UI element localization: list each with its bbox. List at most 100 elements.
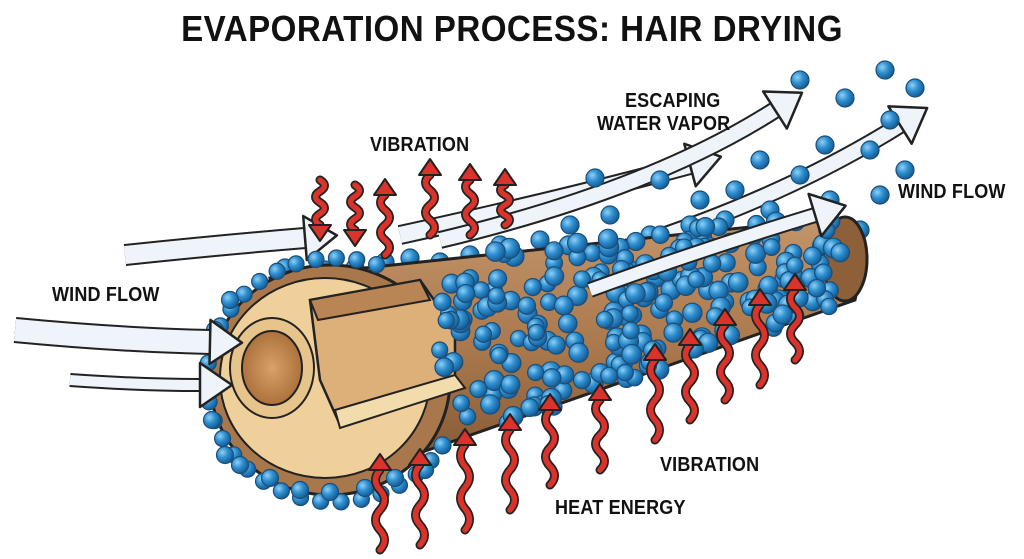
- water-droplet: [553, 295, 574, 316]
- label-vibration-bottom: VIBRATION: [660, 454, 760, 476]
- label-wind-flow-left: WIND FLOW: [52, 284, 160, 306]
- water-droplet: [585, 168, 605, 188]
- water-droplet: [727, 272, 749, 293]
- water-droplet: [327, 249, 345, 267]
- hair-strand: [208, 215, 869, 497]
- water-droplet: [690, 190, 710, 210]
- water-droplet: [835, 88, 855, 108]
- water-droplet: [651, 225, 670, 245]
- label-heat-energy: HEAT ENERGY: [555, 497, 686, 519]
- water-droplet: [431, 341, 449, 359]
- heat-energy-arrow: [418, 158, 442, 240]
- water-droplet: [905, 78, 925, 98]
- water-droplet: [557, 313, 578, 334]
- water-droplet: [456, 283, 476, 304]
- water-droplet: [523, 277, 542, 297]
- water-droplet: [566, 232, 588, 254]
- water-droplet: [573, 270, 591, 289]
- water-droplet: [490, 346, 508, 365]
- water-droplet: [820, 297, 838, 316]
- water-droplet: [595, 310, 614, 329]
- wind-arrow: [587, 192, 847, 298]
- wind-arrow: [437, 90, 804, 249]
- heat-energy-arrow: [493, 168, 517, 230]
- water-droplet: [452, 394, 471, 413]
- water-droplet: [803, 246, 822, 266]
- water-droplet: [815, 135, 835, 155]
- water-droplet: [526, 363, 545, 382]
- water-droplet: [437, 311, 455, 330]
- water-droplet: [202, 410, 222, 430]
- water-droplet: [527, 323, 546, 342]
- water-droplet: [807, 278, 827, 298]
- water-droplet: [290, 480, 310, 500]
- water-droplet: [544, 266, 565, 287]
- wind-arrow: [123, 214, 339, 266]
- cutaway-top-slab: [308, 278, 432, 322]
- water-droplet: [230, 455, 250, 475]
- water-droplet: [785, 256, 804, 275]
- water-droplet: [348, 251, 366, 269]
- water-droplet: [251, 272, 269, 291]
- water-droplet: [287, 255, 305, 273]
- water-droplet: [560, 215, 580, 235]
- water-droplet: [624, 283, 646, 305]
- water-droplet: [487, 287, 506, 305]
- water-droplet: [600, 366, 619, 385]
- label-vibration-top: VIBRATION: [370, 134, 470, 156]
- water-droplet: [860, 140, 880, 160]
- water-droplet: [213, 429, 232, 448]
- heat-energy-arrow: [783, 273, 807, 365]
- hair-medulla-core: [241, 330, 303, 406]
- heat-energy-arrow: [408, 448, 432, 550]
- water-droplet: [474, 325, 493, 343]
- water-droplet: [568, 342, 589, 363]
- label-escaping-line2: WATER VAPOR: [597, 113, 731, 135]
- heat-energy-arrow: [713, 308, 737, 405]
- water-droplet: [875, 60, 895, 80]
- heat-energy-arrow: [588, 383, 612, 475]
- heat-energy-arrow: [373, 178, 397, 260]
- water-droplet: [830, 242, 850, 263]
- water-droplet: [520, 398, 540, 417]
- water-droplet: [434, 357, 455, 378]
- water-droplet: [433, 292, 452, 312]
- water-droplet: [762, 238, 781, 256]
- water-droplet: [469, 380, 488, 399]
- heat-energy-arrow: [538, 393, 562, 490]
- water-droplet: [544, 241, 564, 261]
- heat-energy-arrow: [368, 453, 392, 555]
- water-droplet: [272, 482, 290, 500]
- water-droplet: [621, 321, 640, 340]
- page-title: EVAPORATION PROCESS: HAIR DRYING: [181, 8, 843, 49]
- water-droplet: [682, 302, 703, 323]
- water-droplet: [572, 371, 592, 390]
- water-droplet: [367, 255, 386, 274]
- water-droplet: [870, 185, 890, 205]
- water-droplet: [472, 281, 490, 300]
- heat-energy-arrow: [748, 288, 772, 390]
- water-droplet: [790, 70, 810, 90]
- label-escaping-line1: ESCAPING: [625, 90, 721, 112]
- water-droplet: [650, 170, 670, 190]
- water-droplet: [663, 322, 684, 343]
- water-droplet: [616, 363, 634, 382]
- water-droplet: [320, 482, 340, 502]
- water-droplet: [895, 160, 915, 180]
- water-droplet: [790, 165, 810, 185]
- water-droplet: [480, 394, 501, 415]
- water-droplet: [880, 110, 900, 130]
- water-droplet: [215, 445, 235, 465]
- water-droplet: [385, 468, 405, 488]
- water-droplet: [541, 368, 562, 388]
- water-droplet: [621, 304, 639, 323]
- water-droplet: [600, 205, 620, 225]
- water-droplet: [814, 263, 833, 282]
- heat-energy-arrow: [678, 328, 702, 425]
- water-droplet: [597, 228, 619, 250]
- water-droplet: [260, 468, 280, 488]
- cutaway-bottom-slab: [333, 373, 467, 430]
- heat-energy-arrow: [458, 163, 482, 240]
- label-wind-flow-right: WIND FLOW: [898, 181, 1006, 203]
